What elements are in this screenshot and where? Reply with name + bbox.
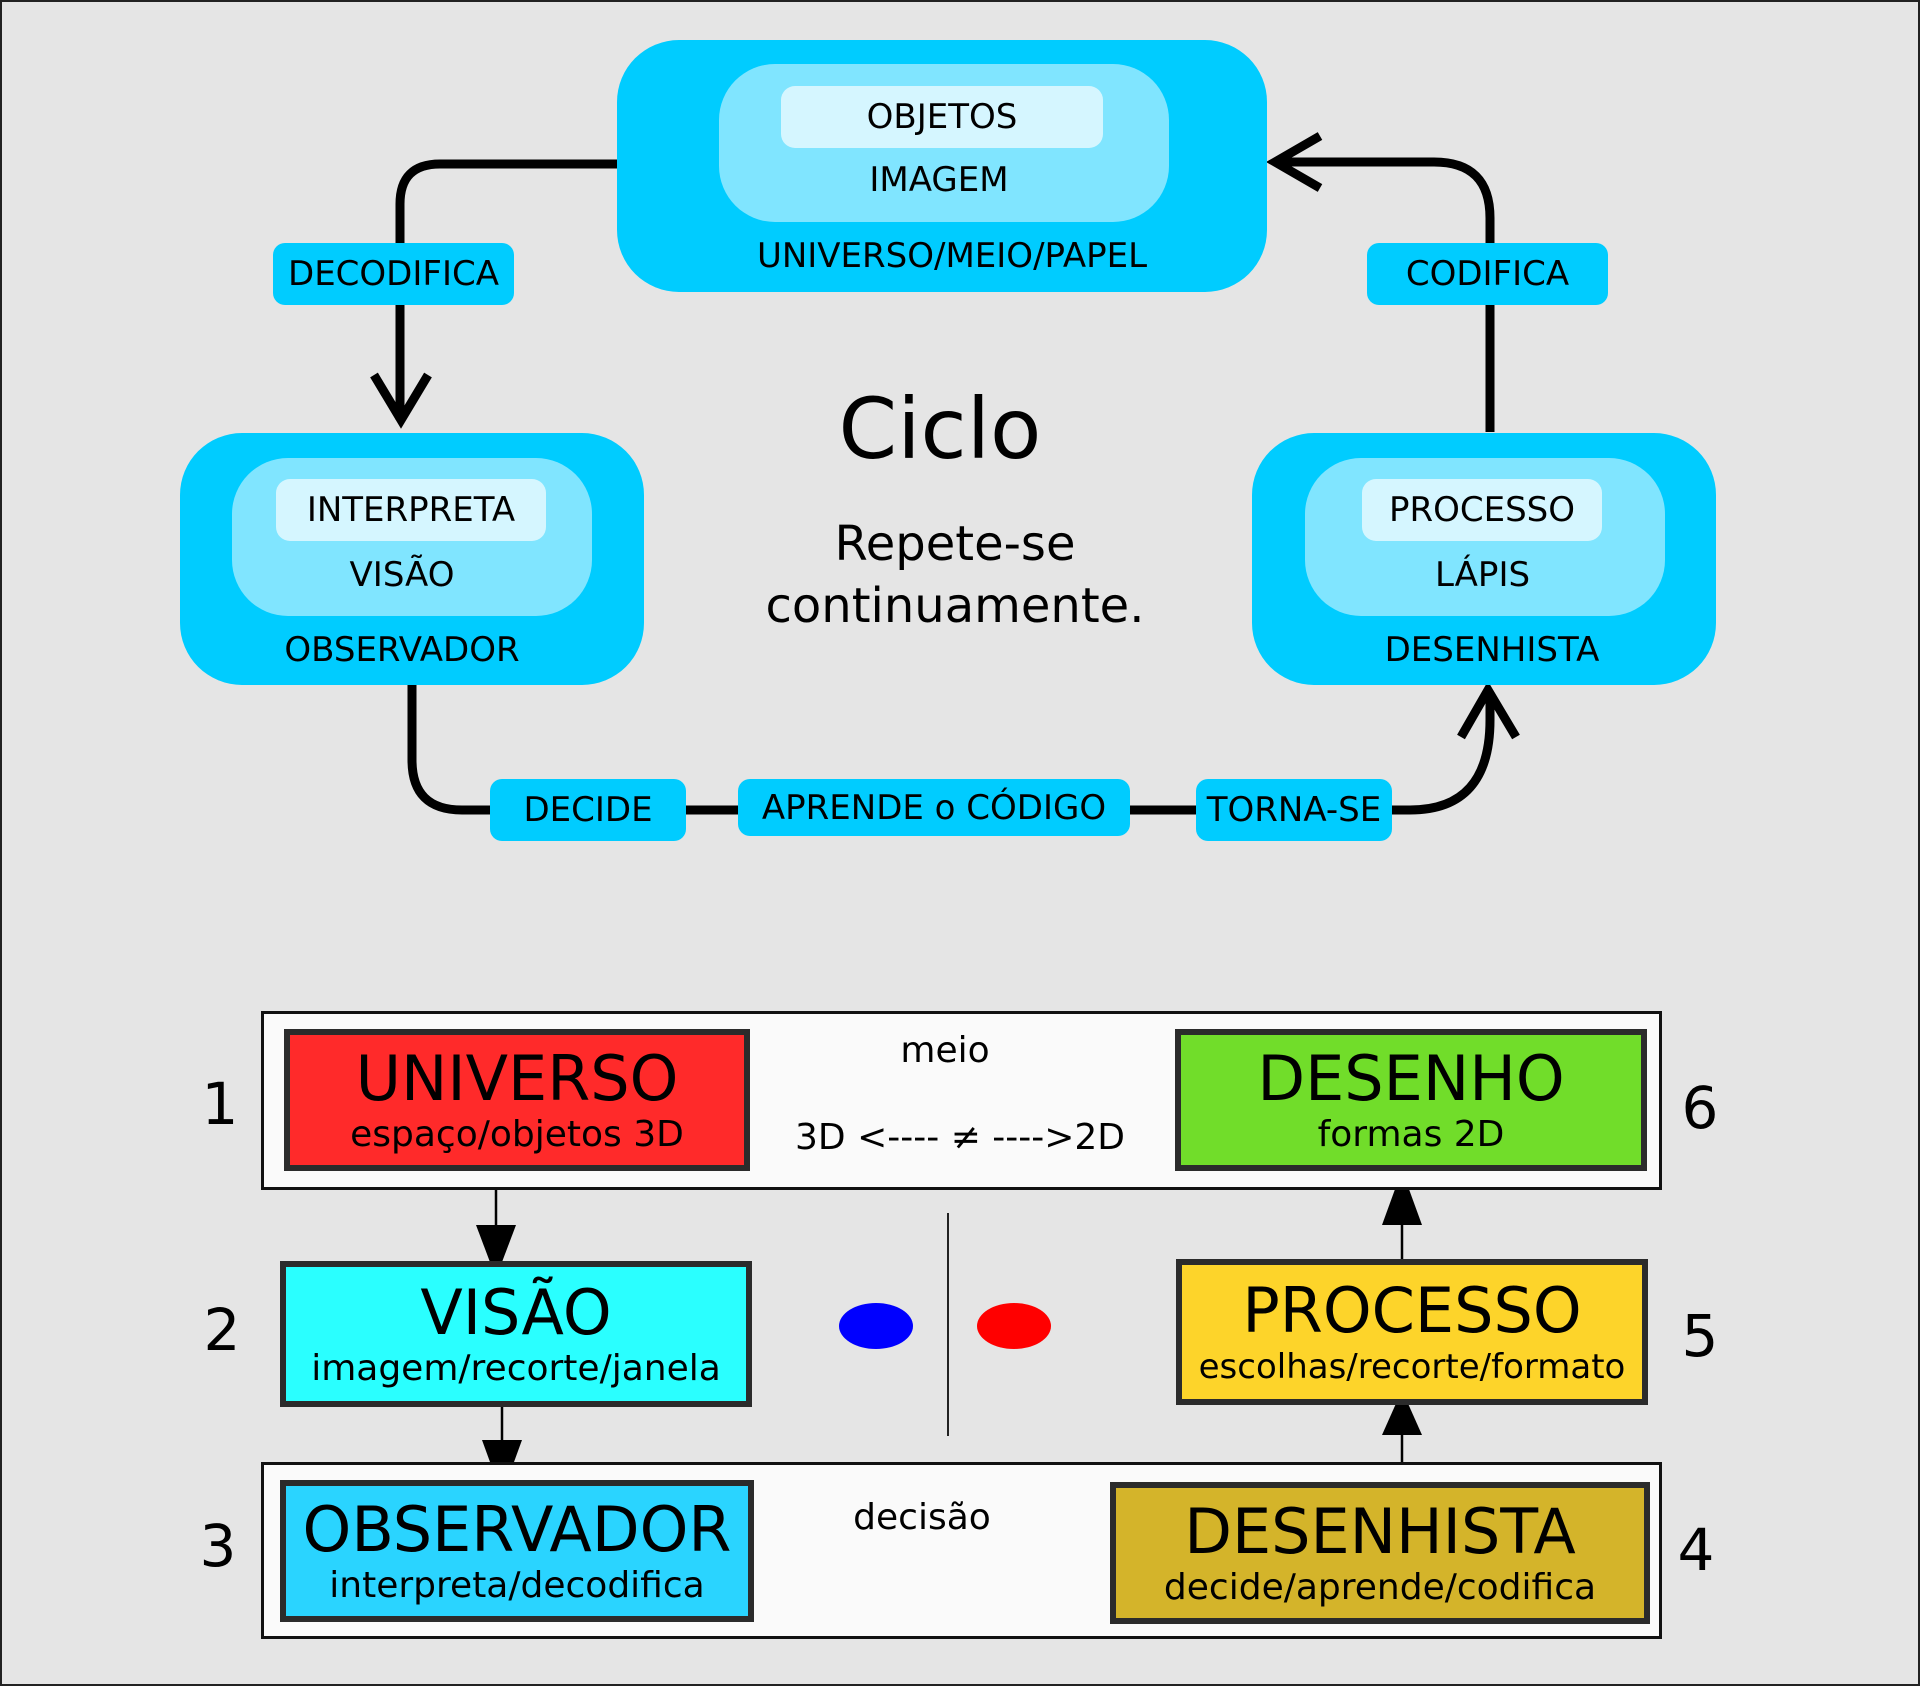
blue-dot [839, 1303, 913, 1349]
label-interpreta: INTERPRETA [306, 490, 516, 530]
arrowhead-1-2-icon [476, 1225, 516, 1278]
step-number-5: 5 [1681, 1302, 1719, 1370]
step-visao-subtitle: imagem/recorte/janela [311, 1348, 721, 1389]
label-visao: VISÃO [349, 555, 455, 595]
step-universo-subtitle: espaço/objetos 3D [350, 1114, 684, 1155]
step-observador-title: OBSERVADOR [302, 1493, 732, 1566]
pill-aprende-o-codigo: APRENDE o CÓDIGO [738, 779, 1130, 836]
edge-decodifica [395, 159, 620, 420]
label-meio: meio [900, 1030, 990, 1071]
label-lapis: LÁPIS [1434, 555, 1531, 595]
step-desenhista-subtitle: decide/aprende/codifica [1163, 1567, 1597, 1608]
step-processo: PROCESSO escolhas/recorte/formato [1176, 1259, 1648, 1405]
label-processo: PROCESSO [1388, 490, 1576, 530]
step-number-1: 1 [201, 1070, 239, 1138]
step-universo-title: UNIVERSO [355, 1042, 679, 1115]
step-processo-title: PROCESSO [1242, 1274, 1582, 1347]
step-desenhista-title: DESENHISTA [1184, 1495, 1576, 1568]
node-universo-inner: OBJETOS [781, 86, 1103, 148]
label-observador: OBSERVADOR [284, 630, 520, 670]
arrowhead-torna-se-icon [1457, 681, 1520, 740]
step-number-6: 6 [1681, 1074, 1719, 1142]
arrowhead-5-6-icon [1382, 1170, 1422, 1225]
arrowhead-codifica-icon [1266, 132, 1323, 192]
label-decisao: decisão [853, 1497, 991, 1538]
label-3d-2d: 3D <---- ≠ ---->2D [795, 1117, 1125, 1158]
red-dot [977, 1303, 1051, 1349]
label-desenhista: DESENHISTA [1384, 630, 1600, 670]
step-desenhista: DESENHISTA decide/aprende/codifica [1110, 1482, 1650, 1624]
step-visao-title: VISÃO [420, 1276, 612, 1349]
step-observador-subtitle: interpreta/decodifica [329, 1565, 705, 1606]
step-number-4: 4 [1677, 1516, 1715, 1584]
arrowhead-decodifica-icon [370, 372, 432, 429]
step-visao: VISÃO imagem/recorte/janela [280, 1261, 752, 1407]
arrowhead-4-5-icon [1382, 1390, 1422, 1435]
pill-decodifica: DECODIFICA [273, 243, 514, 305]
step-universo: UNIVERSO espaço/objetos 3D [284, 1029, 750, 1171]
pill-codifica: CODIFICA [1367, 243, 1608, 305]
step-number-3: 3 [199, 1512, 237, 1580]
step-desenho: DESENHO formas 2D [1175, 1029, 1647, 1171]
step-observador: OBSERVADOR interpreta/decodifica [280, 1480, 754, 1622]
step-processo-subtitle: escolhas/recorte/formato [1198, 1347, 1626, 1387]
label-objetos: OBJETOS [866, 97, 1018, 137]
edge-bottom [407, 684, 1495, 815]
cycle-title: Ciclo [838, 380, 1042, 478]
node-observador-inner: INTERPRETA [276, 479, 546, 541]
pill-decide: DECIDE [490, 779, 686, 841]
step-desenho-subtitle: formas 2D [1317, 1114, 1505, 1155]
edge-codifica [1275, 157, 1495, 432]
pill-torna-se: TORNA-SE [1196, 779, 1392, 841]
label-universo-meio-papel: UNIVERSO/MEIO/PAPEL [756, 236, 1148, 276]
cycle-subtitle-line1: Repete-se [834, 516, 1076, 572]
cycle-subtitle-line2: continuamente. [765, 578, 1145, 634]
label-imagem: IMAGEM [869, 160, 1009, 200]
step-number-2: 2 [203, 1296, 241, 1364]
step-desenho-title: DESENHO [1257, 1042, 1565, 1115]
node-desenhista-inner: PROCESSO [1362, 479, 1602, 541]
